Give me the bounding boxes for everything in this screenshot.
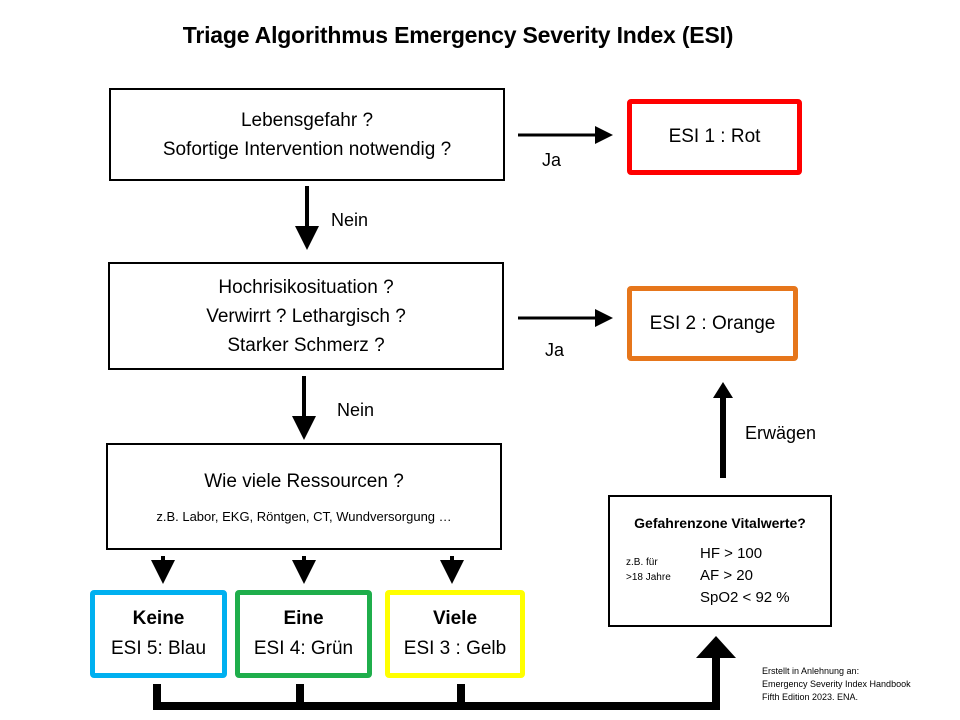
source-line: Emergency Severity Index Handbook [762, 679, 911, 689]
question-line: Sofortige Intervention notwendig ? [162, 138, 452, 160]
label-nein: Nein [337, 400, 375, 420]
question-line: Wie viele Ressourcen ? [204, 471, 404, 492]
vital-values: HF > 100 AF > 20 SpO2 < 92 % [700, 543, 790, 609]
vital-hf: HF > 100 [700, 545, 763, 562]
bottom-bracket-connector [153, 656, 720, 710]
esi5-label: ESI 5: Blau [110, 638, 207, 659]
esi4-label: ESI 4: Grün [253, 638, 354, 659]
vital-age-line: >18 Jahre [626, 572, 671, 583]
question-line: Hochrisikosituation ? [218, 276, 394, 298]
esi5-head: Keine [132, 608, 185, 629]
esi4-head: Eine [283, 608, 324, 629]
esi2-label: ESI 2 : Orange [649, 312, 776, 334]
label-erwaegen: Erwägen [745, 423, 817, 443]
esi1-box: ESI 1 : Rot [627, 99, 802, 175]
question-examples: z.B. Labor, EKG, Röntgen, CT, Wundversor… [156, 509, 452, 524]
vital-spo2: SpO2 < 92 % [700, 589, 790, 606]
vital-title: Gefahrenzone Vitalwerte? [634, 515, 806, 531]
esi2-box: ESI 2 : Orange [627, 286, 798, 361]
label-ja: Ja [542, 150, 562, 170]
esi1-label: ESI 1 : Rot [668, 126, 761, 147]
esi4-box: Eine ESI 4: Grün [235, 590, 372, 678]
vital-af: AF > 20 [700, 567, 753, 584]
question-line: Starker Schmerz ? [227, 334, 385, 356]
question-box-hochrisiko: Hochrisikosituation ? Verwirrt ? Letharg… [108, 262, 504, 370]
esi5-box: Keine ESI 5: Blau [90, 590, 227, 678]
source-line: Fifth Edition 2023. ENA. [762, 692, 859, 702]
esi3-box: Viele ESI 3 : Gelb [385, 590, 525, 678]
esi3-head: Viele [432, 608, 478, 629]
diagram-title: Triage Algorithmus Emergency Severity In… [182, 22, 734, 48]
question-line: Lebensgefahr ? [240, 109, 374, 131]
source-line: Erstellt in Anlehnung an: [762, 666, 860, 676]
vital-age-line: z.B. für [626, 557, 658, 568]
question-box-lebensgefahr: Lebensgefahr ? Sofortige Intervention no… [109, 88, 505, 181]
question-line: Verwirrt ? Lethargisch ? [206, 305, 406, 327]
vital-signs-box: Gefahrenzone Vitalwerte? z.B. für >18 Ja… [608, 495, 832, 627]
esi3-label: ESI 3 : Gelb [403, 638, 507, 659]
label-nein: Nein [331, 210, 369, 230]
arrowhead-up-to-vital [696, 636, 736, 658]
vital-age-note: z.B. für >18 Jahre [626, 555, 671, 585]
question-box-ressourcen: Wie viele Ressourcen ? z.B. Labor, EKG, … [106, 443, 502, 550]
label-ja: Ja [545, 340, 565, 360]
source-note: Erstellt in Anlehnung an: Emergency Seve… [762, 665, 911, 704]
